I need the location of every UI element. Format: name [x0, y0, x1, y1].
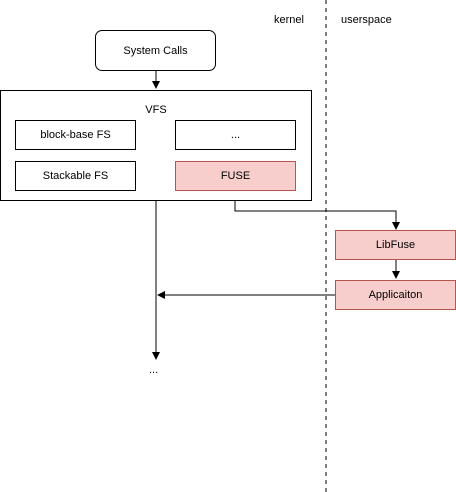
vfs-label: VFS [145, 104, 167, 116]
fuse-node: FUSE [175, 161, 296, 191]
system-calls-node: System Calls [95, 30, 216, 71]
stackable-fs-node: Stackable FS [15, 161, 136, 191]
zone-label-userspace: userspace [341, 14, 392, 26]
zone-label-kernel: kernel [274, 14, 304, 26]
block-base-fs-node: block-base FS [15, 120, 136, 150]
arrow-fuse-to-libfuse [234, 191, 400, 230]
application-node: Applicaiton [335, 280, 456, 310]
libfuse-node: LibFuse [335, 230, 456, 260]
bottom-ellipsis-label: ... [149, 364, 159, 376]
ellipsis-node: ... [175, 120, 296, 150]
